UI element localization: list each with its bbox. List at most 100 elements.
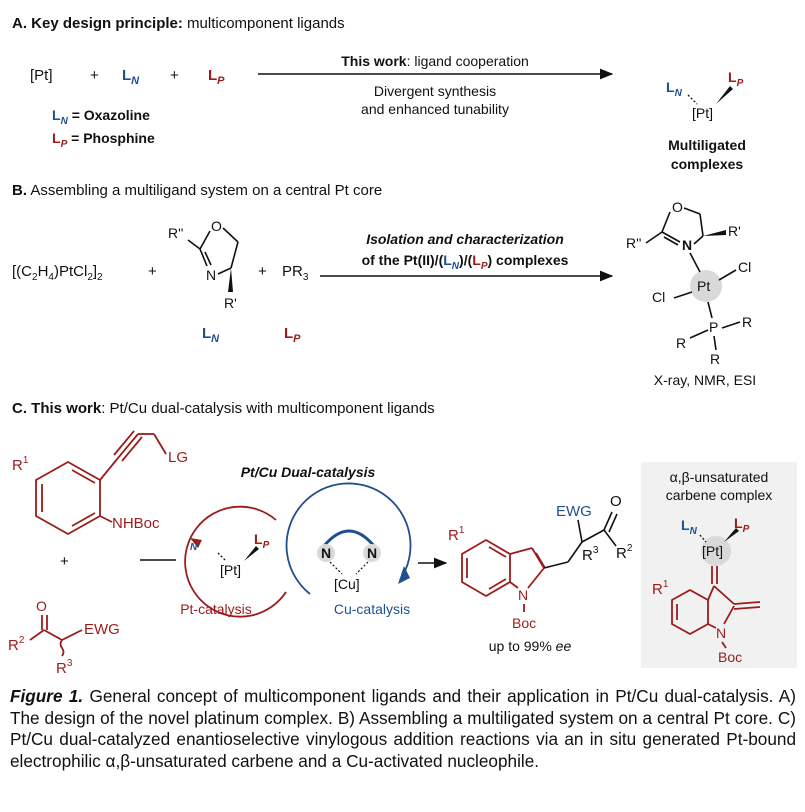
bond xyxy=(733,606,761,610)
wedge-bond xyxy=(716,86,733,104)
bond xyxy=(71,469,96,484)
r2-substituent: R2 xyxy=(616,543,633,562)
dashed-bond xyxy=(217,552,227,562)
phosphine-reagent: PR3 xyxy=(282,263,309,283)
ewg-group: EWG xyxy=(84,621,120,638)
n-halo xyxy=(317,544,335,562)
pt-catalytic-cycle: N LP [Pt] Pt-catalysis xyxy=(180,505,287,618)
wedge-bond xyxy=(244,546,259,561)
benzene-ring xyxy=(35,460,101,536)
benzene-ring xyxy=(461,538,511,598)
lp-label: LP xyxy=(284,325,301,345)
phosphorus: P xyxy=(709,319,718,335)
bond xyxy=(645,231,663,244)
ring-nitrogen: N xyxy=(682,237,692,253)
lp-ligand: LP xyxy=(254,531,270,551)
alkyne xyxy=(117,433,139,459)
boc-group: Boc xyxy=(512,615,536,631)
arrow-label-line-2: and enhanced tunability xyxy=(361,101,509,117)
bond xyxy=(230,241,239,269)
r3-substituent: R3 xyxy=(56,658,73,677)
pt-center: [Pt] xyxy=(220,562,241,578)
coordination-bond xyxy=(355,561,369,575)
pt-center: [Pt] xyxy=(702,543,723,559)
exocyclic-alkene xyxy=(733,601,761,605)
r1-substituent: R1 xyxy=(12,455,29,474)
p-substituent: R xyxy=(742,314,752,330)
bond xyxy=(113,430,135,456)
bond xyxy=(187,239,201,250)
wedge-bond xyxy=(228,268,233,292)
metal-halo xyxy=(701,536,731,566)
section-b-title: B. Assembling a multiligand system on a … xyxy=(12,182,382,199)
lp-ligand: LP xyxy=(728,69,744,89)
bond xyxy=(683,207,701,215)
r2-substituent: R2 xyxy=(8,635,25,654)
ln-ligand: LN xyxy=(122,67,140,87)
ligand-nitrogen: N xyxy=(321,545,331,561)
section-b: B. Assembling a multiligand system on a … xyxy=(12,182,756,388)
figure-caption: Figure 1. General concept of multicompon… xyxy=(10,686,796,772)
bond xyxy=(567,541,583,563)
bond xyxy=(204,251,212,266)
ring-oxygen: O xyxy=(211,218,222,234)
section-a: A. Key design principle: multicomponent … xyxy=(12,15,746,172)
pt-cl-bond xyxy=(718,269,737,281)
r-double-prime: R'' xyxy=(626,235,641,251)
coordination-bond xyxy=(329,561,343,575)
wavy-bond xyxy=(59,639,65,657)
ln-ligand: LN xyxy=(666,79,683,99)
bond xyxy=(29,629,45,641)
cu-catalytic-cycle: N N [Cu] Cu-catalysis xyxy=(285,482,412,617)
plus-sign: + xyxy=(170,67,179,84)
bond xyxy=(661,231,681,243)
bond xyxy=(535,552,546,569)
pt-reagent: [Pt] xyxy=(30,67,53,84)
indole-nitrogen: N xyxy=(518,587,528,603)
bond xyxy=(663,236,679,246)
plus-sign: + xyxy=(258,263,267,280)
p-substituent: R xyxy=(676,335,686,351)
bond xyxy=(121,436,143,462)
ligand-nitrogen: N xyxy=(367,545,377,561)
pt-cycle-arc xyxy=(184,505,287,618)
product-label-2: complexes xyxy=(671,156,744,172)
carbonyl-nucleophile: O R2 EWG R3 xyxy=(8,598,120,677)
boc-group: Boc xyxy=(718,649,742,665)
pt-dimer-reagent: [(C2H4)PtCl2]2 xyxy=(12,263,103,283)
product-label-1: Multiligated xyxy=(668,137,746,153)
p-r-bond xyxy=(689,329,709,339)
ln-ligand: N xyxy=(190,542,198,553)
dual-catalysis-title: Pt/Cu Dual-catalysis xyxy=(241,464,376,480)
bisoxazoline-backbone xyxy=(322,529,376,547)
bond xyxy=(581,529,605,543)
cu-cycle-arc xyxy=(285,482,412,595)
chloride: Cl xyxy=(652,289,665,305)
alkynyl-aniline-substrate: R1 LG NHBoc xyxy=(12,430,188,536)
lp-ligand: LP xyxy=(208,67,225,87)
indole-product: N Boc R1 EWG O R2 R3 up to 99% ee xyxy=(448,493,633,654)
r1-substituent: R1 xyxy=(652,579,669,598)
p-r-bond xyxy=(721,321,741,329)
nhboc-group: NHBoc xyxy=(112,515,160,532)
carbene-complex-inset: α,β-unsaturated carbene complex LN LP [P… xyxy=(641,462,797,668)
bond xyxy=(723,605,735,625)
section-a-title: A. Key design principle: multicomponent … xyxy=(12,15,345,32)
dashed-bond xyxy=(699,534,707,543)
indoline-nitrogen: N xyxy=(716,625,726,641)
bond xyxy=(71,512,96,527)
bond xyxy=(577,519,583,543)
bond xyxy=(543,561,569,569)
wedge-bond xyxy=(724,528,739,542)
bond xyxy=(661,211,671,233)
leaving-group: LG xyxy=(168,449,188,466)
pt-oxazoline-phosphine-complex: O N R' R'' Pt Cl Cl P R R R xyxy=(626,199,756,388)
p-substituent: R xyxy=(710,351,720,367)
carbonyl-oxygen: O xyxy=(610,493,622,510)
bond xyxy=(99,457,119,481)
caption-text: General concept of multicomponent ligand… xyxy=(10,686,796,771)
bond xyxy=(603,511,613,531)
lp-ligand: LP xyxy=(734,515,750,535)
pt-cycle-label: Pt-catalysis xyxy=(180,601,252,617)
